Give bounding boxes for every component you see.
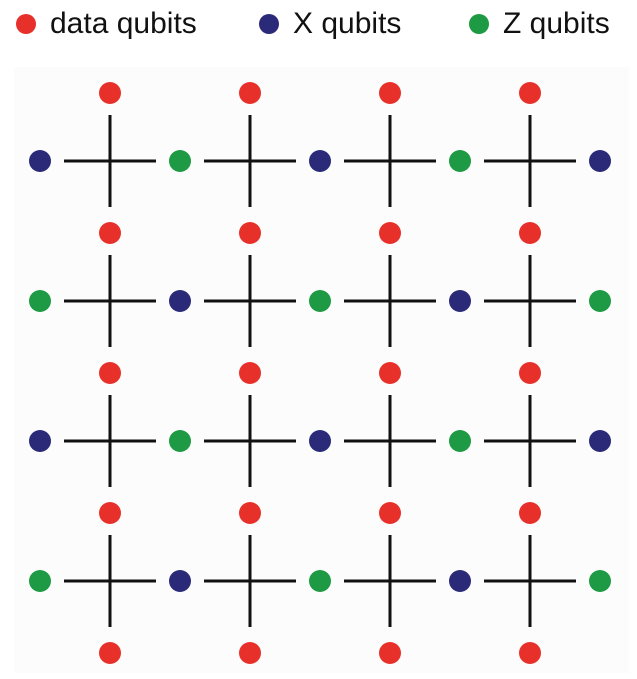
x-qubit — [309, 430, 331, 452]
navy-dot-icon — [259, 14, 279, 34]
legend-item-x-qubits: X qubits — [259, 4, 401, 44]
data-qubit — [519, 82, 541, 104]
z-qubit — [589, 290, 611, 312]
green-dot-icon — [469, 14, 489, 34]
data-qubit — [379, 222, 401, 244]
z-qubit — [169, 150, 191, 172]
z-qubit — [449, 430, 471, 452]
z-qubit — [169, 430, 191, 452]
data-qubit — [239, 642, 261, 664]
z-qubit — [29, 570, 51, 592]
data-qubit — [239, 222, 261, 244]
x-qubit — [449, 290, 471, 312]
data-qubit — [519, 502, 541, 524]
data-qubit — [99, 82, 121, 104]
legend-label-x-qubits: X qubits — [293, 7, 402, 40]
z-qubit — [309, 290, 331, 312]
x-qubit — [169, 290, 191, 312]
data-qubit — [99, 502, 121, 524]
z-qubit — [309, 570, 331, 592]
x-qubit — [449, 570, 471, 592]
legend-label-data-qubits: data qubits — [50, 7, 197, 40]
x-qubit — [589, 150, 611, 172]
data-qubit — [99, 642, 121, 664]
data-qubit — [519, 642, 541, 664]
z-qubit — [29, 290, 51, 312]
legend-item-data-qubits: data qubits — [16, 4, 197, 44]
data-qubit — [379, 362, 401, 384]
data-qubit — [519, 362, 541, 384]
x-qubit — [29, 150, 51, 172]
data-qubit — [239, 362, 261, 384]
x-qubit — [169, 570, 191, 592]
x-qubit — [29, 430, 51, 452]
data-qubit — [239, 502, 261, 524]
data-qubit — [99, 362, 121, 384]
x-qubit — [589, 430, 611, 452]
legend-item-z-qubits: Z qubits — [469, 4, 610, 44]
data-qubit — [519, 222, 541, 244]
data-qubit — [239, 82, 261, 104]
data-qubit — [379, 642, 401, 664]
x-qubit — [309, 150, 331, 172]
legend-label-z-qubits: Z qubits — [503, 7, 610, 40]
z-qubit — [589, 570, 611, 592]
legend: data qubits X qubits Z qubits — [0, 0, 637, 48]
data-qubit — [379, 82, 401, 104]
red-dot-icon — [16, 14, 36, 34]
data-qubit — [99, 222, 121, 244]
z-qubit — [449, 150, 471, 172]
data-qubit — [379, 502, 401, 524]
